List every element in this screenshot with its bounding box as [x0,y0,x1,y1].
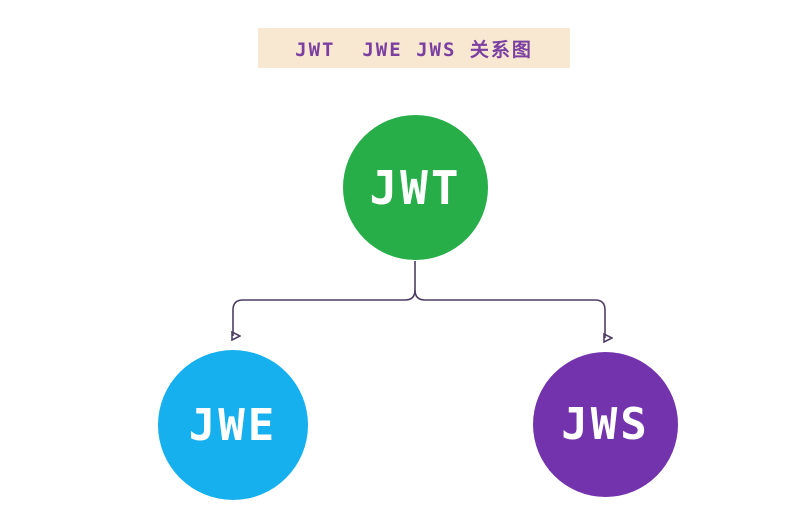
node-jwt: JWT [343,115,488,260]
node-jws-label: JWS [561,399,650,450]
connector-left [233,289,416,336]
node-jwt-label: JWT [369,160,462,215]
node-jwe-label: JWE [188,399,278,451]
connector-right [414,289,605,338]
node-jws: JWS [533,352,678,497]
node-jwe: JWE [158,350,308,500]
diagram-title: JWT JWE JWS 关系图 [258,28,570,68]
